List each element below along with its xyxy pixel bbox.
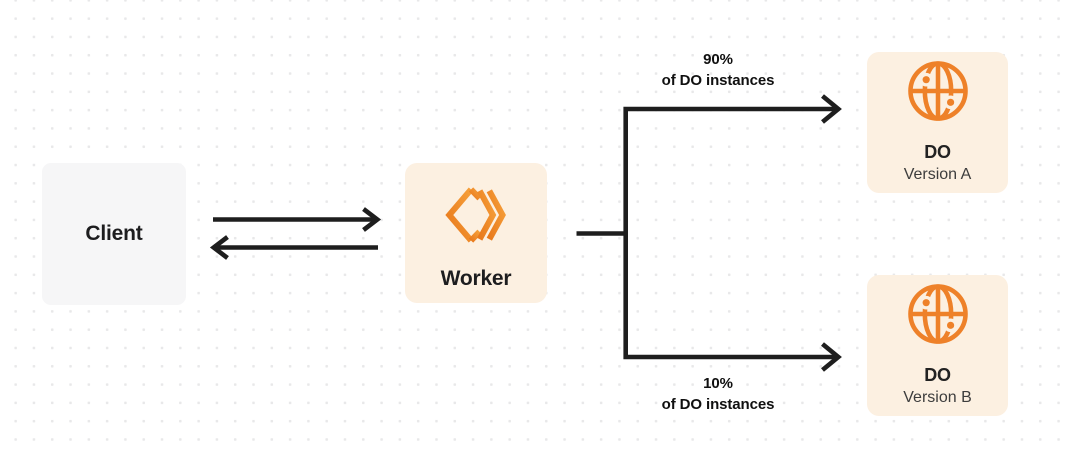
client-label: Client <box>85 222 143 245</box>
branch-top-caption: of DO instances <box>661 72 775 89</box>
client-to-worker-arrow <box>213 207 382 232</box>
branch-split-line <box>576 106 837 360</box>
branch-top-label: 90% of DO instances <box>608 49 828 91</box>
do-b-subtitle: Version B <box>903 389 972 406</box>
do-a-title: DO <box>924 142 951 162</box>
node-do-version-a: DO Version A <box>867 52 1008 193</box>
branch-bottom-label: 10% of DO instances <box>608 373 828 415</box>
durable-object-globe-icon <box>907 283 969 350</box>
branch-bottom-percent: 10% <box>703 375 733 392</box>
node-do-version-b: DO Version B <box>867 275 1008 416</box>
node-worker: Worker <box>405 163 547 303</box>
branch-top-percent: 90% <box>703 51 733 68</box>
cloudflare-workers-icon <box>445 185 507 250</box>
worker-label: Worker <box>440 267 512 290</box>
durable-object-globe-icon <box>907 60 969 127</box>
do-a-subtitle: Version A <box>903 166 972 183</box>
arrow-to-do-b <box>821 342 842 372</box>
arrow-to-do-a <box>821 94 842 124</box>
node-client: Client <box>42 163 186 305</box>
branch-bottom-caption: of DO instances <box>661 396 775 413</box>
do-b-title: DO <box>924 365 951 385</box>
worker-to-client-arrow <box>209 235 378 260</box>
